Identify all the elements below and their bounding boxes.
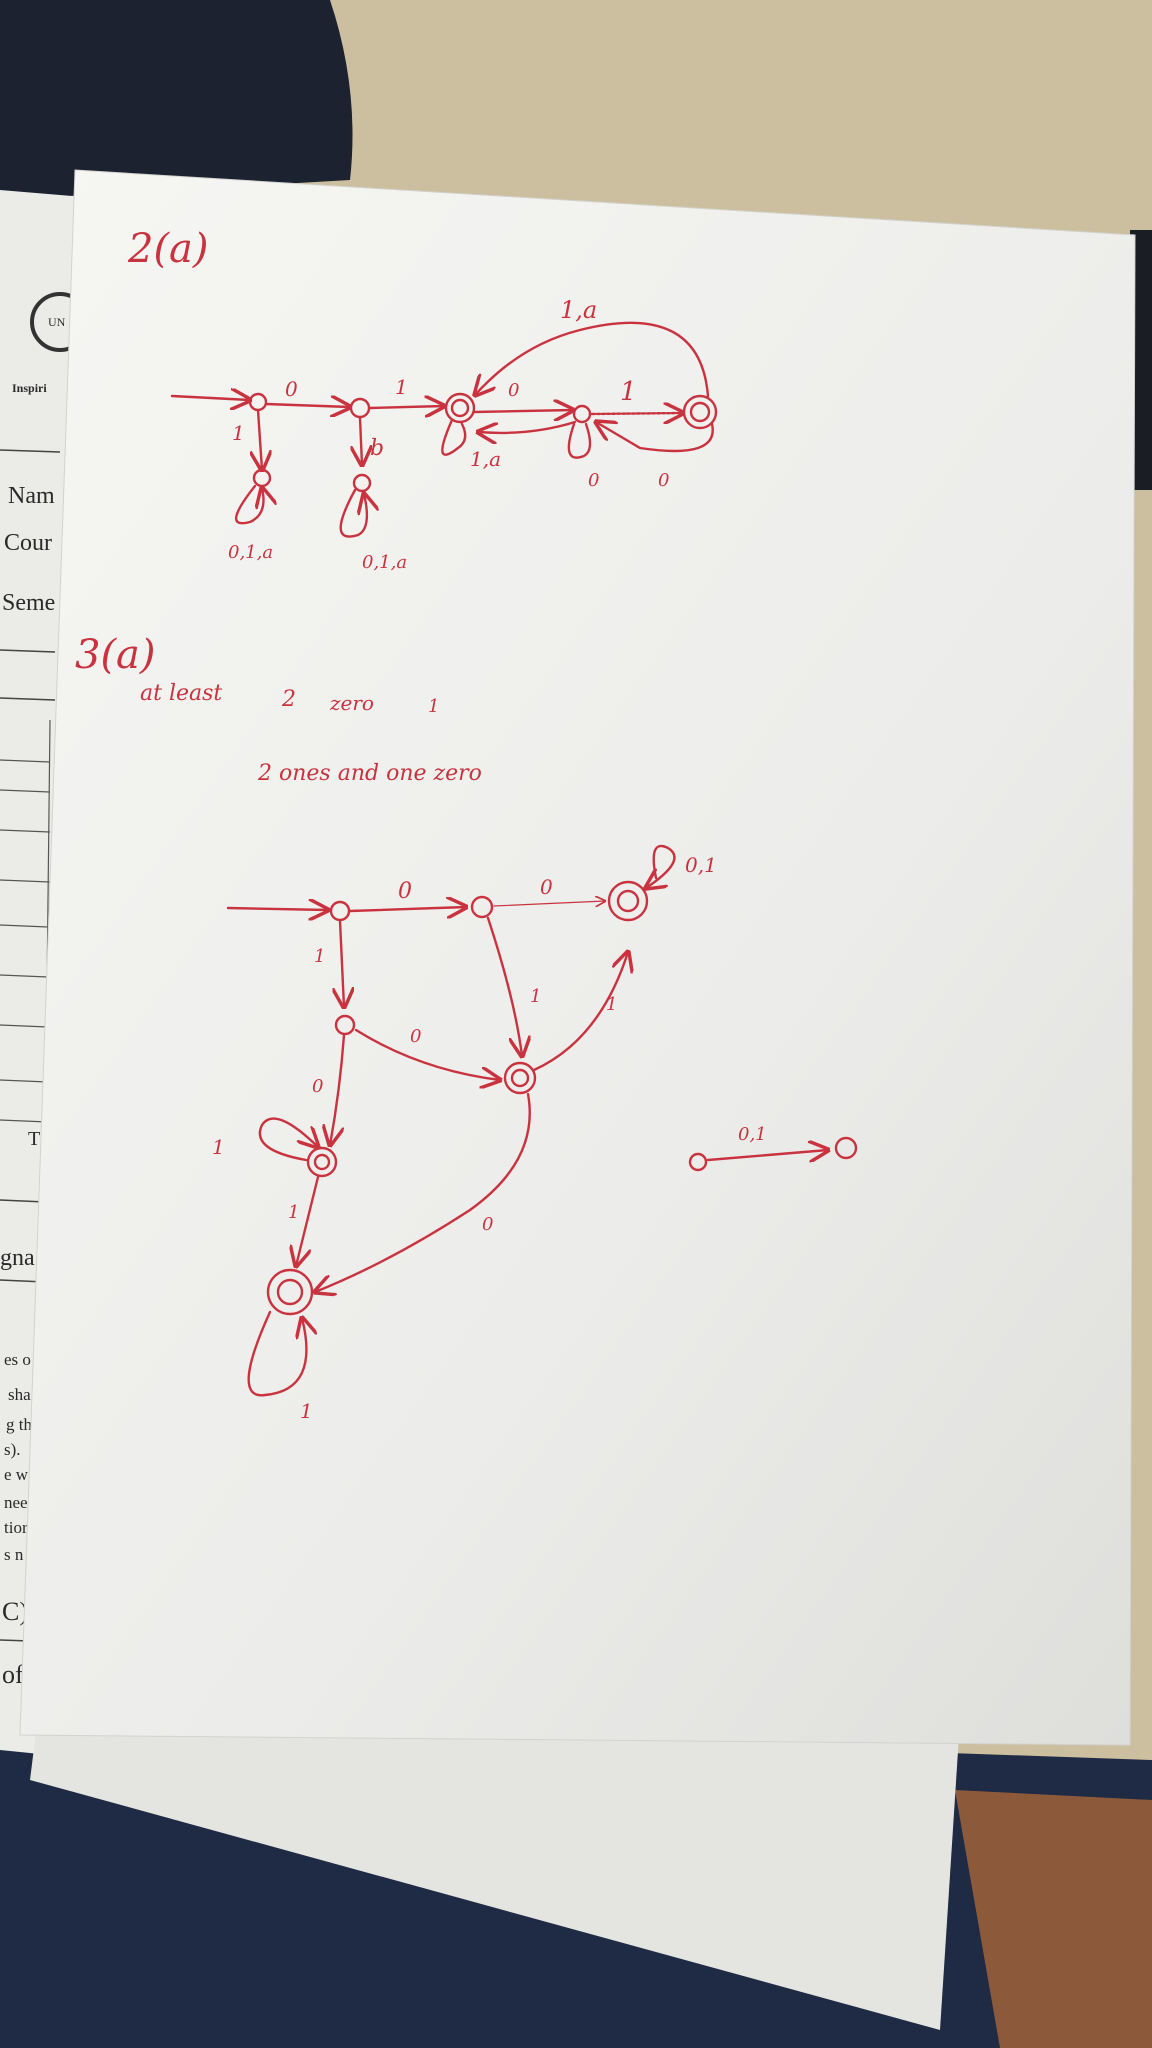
q2-label: 0 xyxy=(658,470,669,491)
logo-text: UN xyxy=(48,315,66,329)
q3-label: 0 xyxy=(410,1026,421,1047)
q2-label: 1 xyxy=(395,375,408,399)
q3-label: 1 xyxy=(300,1399,313,1423)
q3-text: 2 xyxy=(281,687,296,712)
q3-text: zero xyxy=(329,691,374,715)
form-fragment: es o xyxy=(4,1350,31,1369)
wood-surface xyxy=(955,1790,1152,2048)
form-fragment: e w xyxy=(4,1465,29,1484)
q2-heading: 2(a) xyxy=(127,226,209,272)
q2-automaton xyxy=(170,321,718,538)
q3-label: 1 xyxy=(288,1202,299,1223)
handwritten-notes: 2(a) xyxy=(75,226,858,1423)
q3-label: 1 xyxy=(530,986,541,1007)
q3-label: 0 xyxy=(398,879,412,904)
form-fragment: of xyxy=(2,1660,24,1689)
q3-text: 2 ones and one zero xyxy=(257,761,482,786)
q2-label: 1,a xyxy=(470,447,501,471)
q3-description: at least 2 zero 1 2 ones and one zero xyxy=(140,681,482,786)
form-fragment: tior xyxy=(4,1518,28,1537)
q3-label: 0,1 xyxy=(738,1124,767,1145)
q3-accept-state xyxy=(607,880,649,922)
q2-label: 0 xyxy=(508,380,519,401)
form-fragment: Inspiri xyxy=(12,381,47,395)
q2-label: 1 xyxy=(232,421,245,445)
form-fragment: sha xyxy=(8,1385,31,1404)
q2-label: 0,1,a xyxy=(228,542,273,563)
q2-label: 1 xyxy=(620,377,637,407)
q2-label: b xyxy=(370,436,384,461)
form-fragment: s). xyxy=(4,1440,21,1459)
q2-label: 0 xyxy=(588,470,599,491)
q3-text: at least xyxy=(140,681,222,706)
form-fragment: g th xyxy=(6,1415,32,1434)
q3-label: 1 xyxy=(212,1135,225,1159)
q3-label: 0 xyxy=(482,1214,493,1235)
q3-state xyxy=(470,895,494,919)
q3-label: 1 xyxy=(606,994,617,1015)
form-fragment: Cour xyxy=(4,530,52,556)
q3-label: 0 xyxy=(540,875,553,899)
q3-state xyxy=(334,1014,356,1036)
q3-accept-state xyxy=(503,1061,537,1095)
q3-label: 0 xyxy=(312,1076,323,1097)
q2-label: 0,1,a xyxy=(362,552,407,573)
notes-sheet xyxy=(19,169,1136,1746)
form-fragment: nee xyxy=(4,1493,28,1512)
q2-label: 0 xyxy=(285,377,298,401)
form-fragment: Nam xyxy=(8,483,55,509)
form-fragment: s n xyxy=(4,1545,24,1564)
q3-text: 1 xyxy=(428,696,439,717)
form-fragment: T xyxy=(28,1128,40,1150)
q3-automaton xyxy=(226,844,858,1397)
q2-label: 1,a xyxy=(560,296,597,324)
dark-cloth-top xyxy=(0,0,353,200)
dark-cloth-right xyxy=(1130,230,1152,490)
q3-label: 0,1 xyxy=(685,853,717,877)
q3-label: 1 xyxy=(314,946,325,967)
q3-heading: 3(a) xyxy=(75,632,156,678)
form-fragment: gna xyxy=(0,1245,35,1271)
form-fragment: Seme xyxy=(2,590,55,616)
